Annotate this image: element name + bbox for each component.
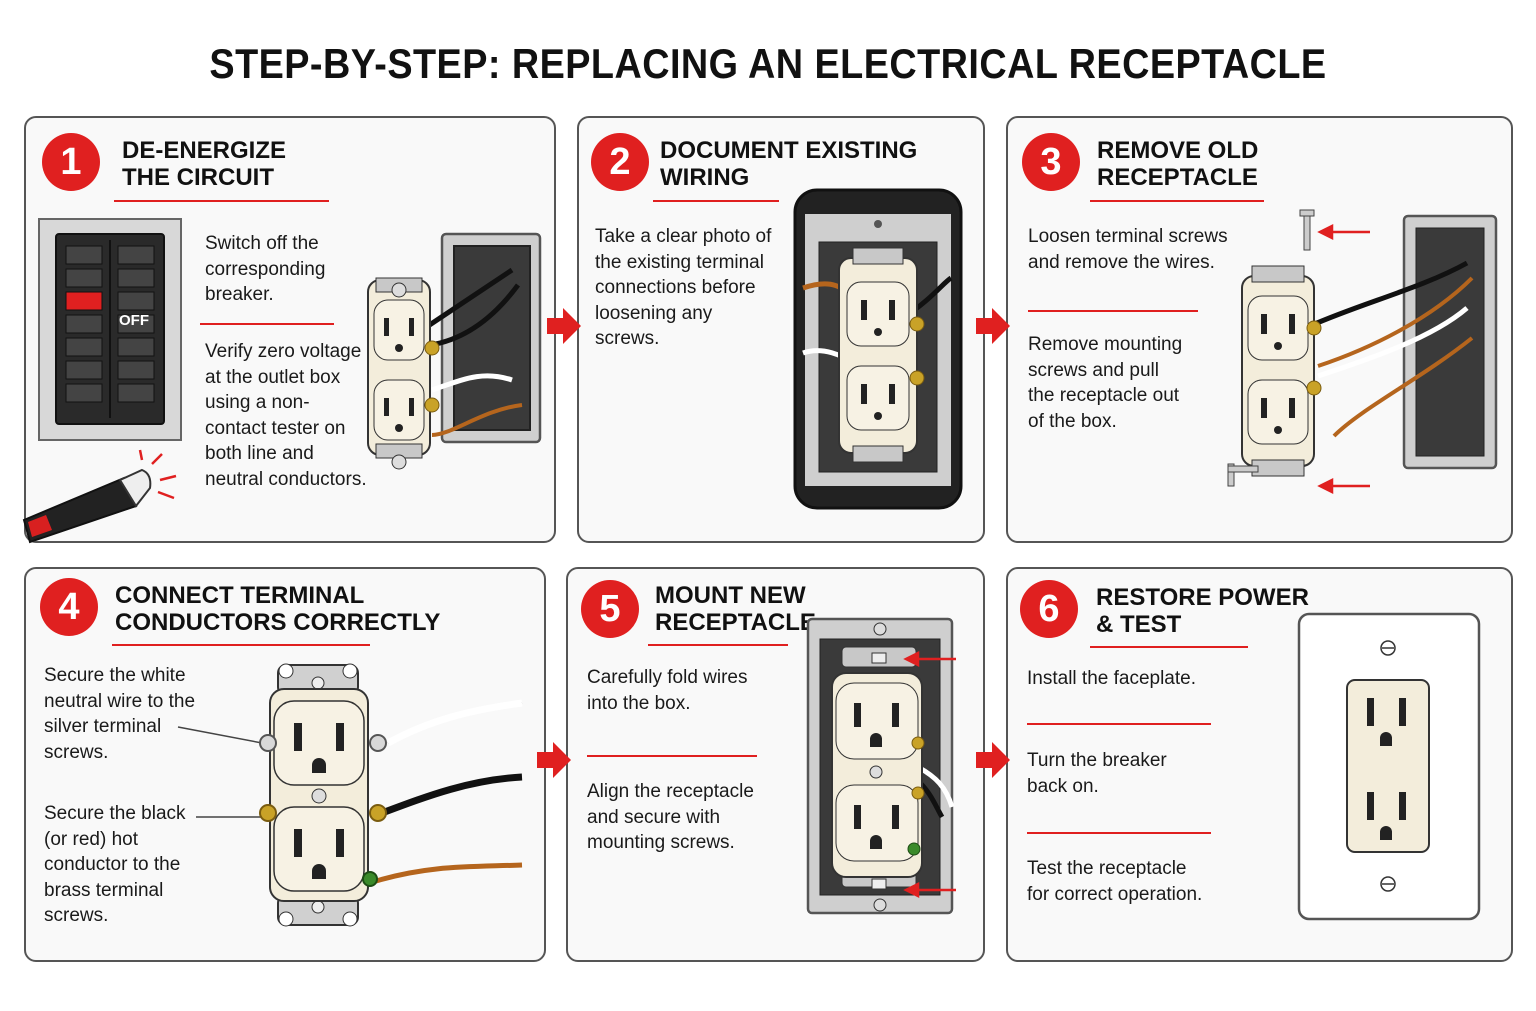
step-1-number: 1 [42,133,100,191]
step-1-receptacle-illustration [367,232,542,470]
step-4-number: 4 [40,578,98,636]
tripped-breaker [65,291,103,311]
step-6-title-underline [1090,646,1248,648]
step-5-title-line1: MOUNT NEW [655,582,806,609]
step-3-title-line2: RECEPTACLE [1097,164,1258,191]
step-6-text-3: Test the receptacle for correct operatio… [1027,858,1203,905]
step-6-divider-1 [1027,723,1211,725]
step-3-number: 3 [1022,133,1080,191]
step-5-text-2: Align the receptacle and secure with mou… [587,781,754,853]
arrow-1-to-2-icon [547,308,581,344]
breaker-off-label: OFF [119,312,149,329]
step-4-text-1: Secure the white neutral wire to the sil… [44,665,196,763]
step-1-text-1: Switch off the corresponding breaker. [205,233,326,305]
step-3-divider [1028,310,1198,312]
step-6-number: 6 [1020,580,1078,638]
step-4-title-line1: CONNECT TERMINAL [115,582,365,609]
step-5-title-line2: RECEPTACLE [655,609,816,636]
step-6-divider-2 [1027,832,1211,834]
voltage-tester-icon [22,449,177,544]
faceplate-receptacle-illustration [1297,612,1481,921]
step-2-number: 2 [591,133,649,191]
arrow-5-to-6-icon [976,742,1010,778]
step-6-title-line2: & TEST [1096,611,1182,638]
step-5-mounting-illustration [806,617,956,915]
step-6-text-1: Install the faceplate. [1027,668,1196,689]
step-4-title-line2: CONDUCTORS CORRECTLY [115,609,441,636]
step-1-title-underline [114,200,329,202]
step-5-text-1: Carefully fold wires into the box. [587,667,748,714]
step-1-title-line2: THE CIRCUIT [122,164,274,191]
breaker-panel-illustration [38,218,182,441]
step-2-title-underline [653,200,779,202]
step-3-removal-illustration [1227,209,1498,495]
step-5-title-underline [648,644,788,646]
step-5-number: 5 [581,580,639,638]
step-6-title-line1: RESTORE POWER [1096,584,1309,611]
mounting-screw-icon [1227,209,1315,487]
smartphone-photo-illustration [793,188,963,510]
step-3-text-1: Loosen terminal screws and remove the wi… [1028,226,1228,273]
arrow-4-to-5-icon [537,742,571,778]
step-2-title-line1: DOCUMENT EXISTING [660,137,918,164]
step-1-divider [200,323,334,325]
step-2-text-1: Take a clear photo of the existing termi… [595,226,772,349]
step-4-wiring-illustration [177,663,523,927]
step-3-title-underline [1090,200,1264,202]
arrow-2-to-3-icon [976,308,1010,344]
step-2-title-line2: WIRING [660,164,750,191]
step-4-text-2: Secure the black (or red) hot conductor … [44,803,186,926]
step-4-title-underline [112,644,370,646]
step-1-text-2: Verify zero voltage at the outlet box us… [205,341,367,490]
step-1-title-line1: DE-ENERGIZE [122,137,287,164]
step-6-text-2: Turn the breaker back on. [1027,750,1167,797]
step-5-divider [587,755,757,757]
step-3-title-line1: REMOVE OLD [1097,137,1259,164]
step-3-text-2: Remove mounting screws and pull the rece… [1028,334,1183,432]
page-title: STEP-BY-STEP: REPLACING AN ELECTRICAL RE… [209,40,1327,87]
